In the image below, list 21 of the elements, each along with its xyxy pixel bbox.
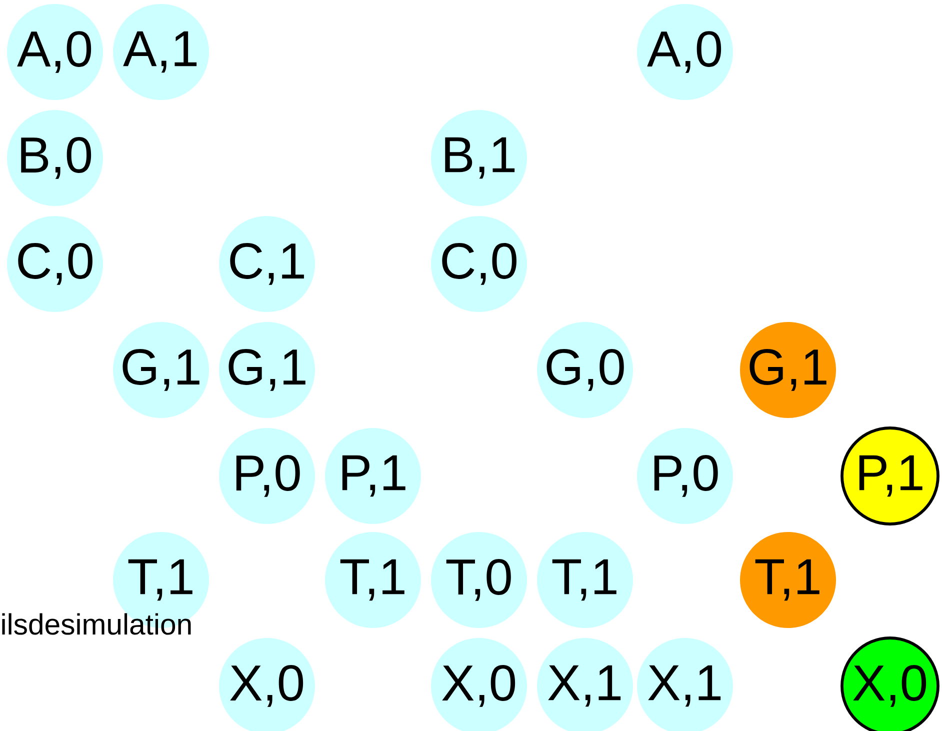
circle-node: P,1 bbox=[325, 428, 421, 524]
circle-node: P,0 bbox=[219, 428, 315, 524]
circle-node: C,1 bbox=[219, 216, 315, 312]
circle-node: T,0 bbox=[431, 532, 527, 628]
circle-node: B,0 bbox=[7, 110, 103, 206]
circle-node: C,0 bbox=[431, 216, 527, 312]
circle-node: P,1 bbox=[840, 426, 940, 526]
circle-node: P,0 bbox=[637, 428, 733, 524]
circle-node: G,1 bbox=[740, 322, 836, 418]
circle-node: A,0 bbox=[637, 4, 733, 100]
circle-node: A,0 bbox=[7, 4, 103, 100]
circle-node: T,1 bbox=[325, 532, 421, 628]
circle-node: G,1 bbox=[113, 322, 209, 418]
circle-node: X,0 bbox=[840, 636, 940, 731]
circle-node: T,1 bbox=[740, 532, 836, 628]
circle-node: G,1 bbox=[219, 322, 315, 418]
circle-node: C,0 bbox=[7, 216, 103, 312]
circle-node: A,1 bbox=[113, 4, 209, 100]
circle-node: B,1 bbox=[431, 110, 527, 206]
circle-node: G,0 bbox=[537, 322, 633, 418]
circle-node: T,1 bbox=[537, 532, 633, 628]
